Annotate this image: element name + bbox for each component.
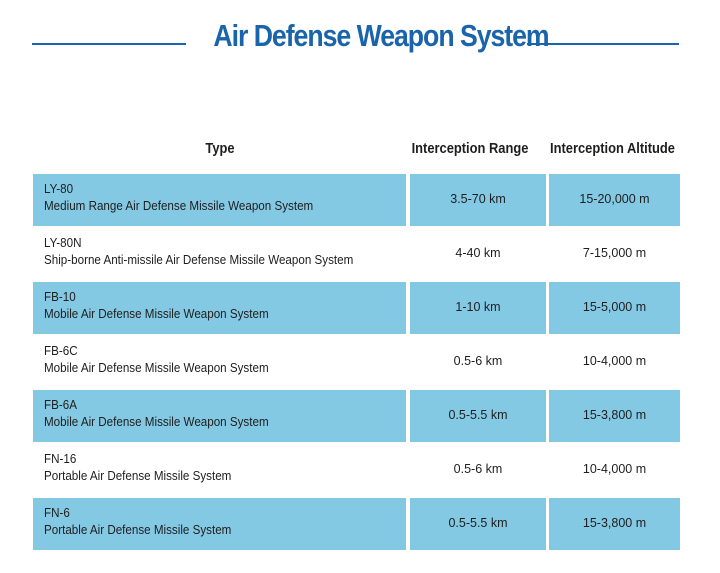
system-description: Mobile Air Defense Missile Weapon System [44, 307, 269, 321]
page-title: Air Defense Weapon System [213, 18, 549, 53]
range-cell: 0.5-6 km [410, 444, 546, 496]
range-cell: 0.5-5.5 km [410, 498, 546, 550]
interception-altitude-value: 10-4,000 m [582, 354, 647, 368]
interception-altitude-value: 15-3,800 m [582, 408, 647, 422]
altitude-cell: 10-4,000 m [549, 336, 680, 388]
title-rule-left [32, 43, 186, 45]
interception-range-value: 4-40 km [455, 246, 501, 260]
system-description: Portable Air Defense Missile System [44, 469, 232, 483]
altitude-cell: 7-15,000 m [549, 228, 680, 280]
column-header-type: Type [205, 140, 235, 157]
system-name: FN-16 [44, 452, 77, 466]
system-description: Medium Range Air Defense Missile Weapon … [44, 199, 314, 213]
system-name: FB-10 [44, 290, 76, 304]
title-rule-right [527, 43, 679, 45]
column-header-interception-range: Interception Range [411, 140, 529, 157]
range-cell: 0.5-5.5 km [410, 390, 546, 442]
column-header-interception-altitude: Interception Altitude [550, 140, 675, 157]
altitude-cell: 10-4,000 m [549, 444, 680, 496]
type-cell: LY-80N Ship-borne Anti-missile Air Defens… [33, 228, 406, 280]
system-description: Mobile Air Defense Missile Weapon System [44, 361, 269, 375]
table-row: FB-6C Mobile Air Defense Missile Weapon S… [33, 336, 680, 388]
interception-altitude-value: 7-15,000 m [582, 246, 647, 260]
table-row: FB-6A Mobile Air Defense Missile Weapon S… [33, 390, 680, 442]
interception-range-value: 1-10 km [455, 300, 501, 314]
interception-altitude-value: 10-4,000 m [582, 462, 647, 476]
altitude-cell: 15-3,800 m [549, 498, 680, 550]
altitude-cell: 15-5,000 m [549, 282, 680, 334]
system-name: LY-80 [44, 182, 74, 196]
interception-altitude-value: 15-3,800 m [582, 516, 647, 530]
interception-range-value: 0.5-6 km [453, 354, 503, 368]
interception-range-value: 0.5-5.5 km [448, 408, 508, 422]
system-name: FB-6C [44, 344, 78, 358]
interception-range-value: 3.5-70 km [450, 192, 506, 206]
range-cell: 4-40 km [410, 228, 546, 280]
type-cell: FB-6C Mobile Air Defense Missile Weapon S… [33, 336, 406, 388]
altitude-cell: 15-3,800 m [549, 390, 680, 442]
range-cell: 1-10 km [410, 282, 546, 334]
system-description: Ship-borne Anti-missile Air Defense Miss… [44, 253, 354, 267]
range-cell: 3.5-70 km [410, 174, 546, 226]
system-name: FN-6 [44, 506, 70, 520]
system-name: LY-80N [44, 236, 82, 250]
system-description: Mobile Air Defense Missile Weapon System [44, 415, 269, 429]
interception-range-value: 0.5-6 km [453, 462, 503, 476]
type-cell: FB-6A Mobile Air Defense Missile Weapon S… [33, 390, 406, 442]
interception-altitude-value: 15-5,000 m [582, 300, 647, 314]
table-row: LY-80N Ship-borne Anti-missile Air Defens… [33, 228, 680, 280]
range-cell: 0.5-6 km [410, 336, 546, 388]
altitude-cell: 15-20,000 m [549, 174, 680, 226]
interception-altitude-value: 15-20,000 m [579, 192, 650, 206]
system-description: Portable Air Defense Missile System [44, 523, 232, 537]
system-name: FB-6A [44, 398, 77, 412]
interception-range-value: 0.5-5.5 km [448, 516, 508, 530]
